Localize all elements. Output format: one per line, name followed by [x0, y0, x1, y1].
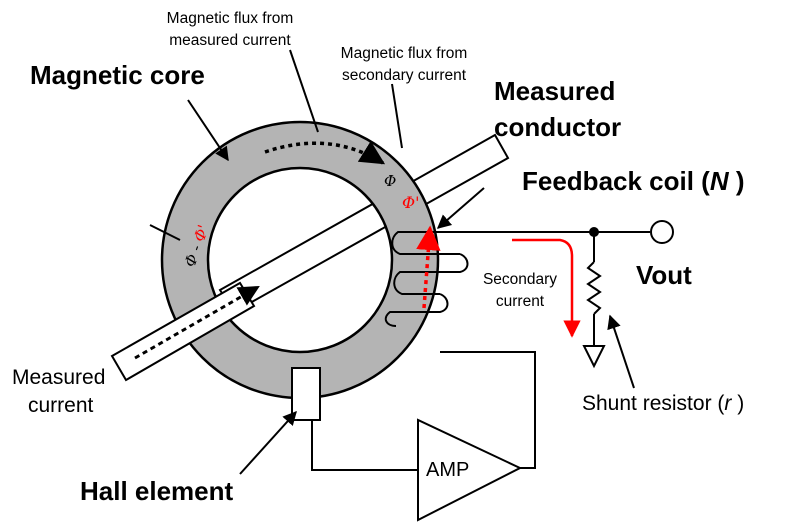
vout-label: Vout: [636, 260, 692, 290]
feedback-coil: [384, 231, 469, 327]
measured-conductor-label-1: Measured: [494, 76, 615, 106]
feedback-coil-label: Feedback coil (N ): [522, 166, 745, 196]
secondary-current-label-2: current: [496, 293, 545, 310]
flux-secondary-arrow: [416, 225, 441, 309]
amp-label: AMP: [426, 459, 469, 481]
secondary-current-arrow: [512, 238, 581, 338]
shunt-resistor-label: Shunt resistor (r ): [582, 392, 744, 415]
flux-secondary-label-2: secondary current: [342, 67, 467, 84]
flux-secondary-label-1: Magnetic flux from: [341, 45, 468, 62]
measured-current-arrow: [134, 285, 260, 360]
pointer-arrows: [149, 49, 635, 475]
measured-current-label-2: current: [28, 394, 94, 417]
hall-element-label: Hall element: [80, 476, 234, 506]
amp-block: [417, 418, 523, 522]
circuit-junction: [589, 227, 599, 237]
measured-conductor-label-2: conductor: [494, 112, 621, 142]
measured-current-label-1: Measured: [12, 366, 105, 389]
flux-measured-label-1: Magnetic flux from: [167, 10, 294, 27]
flux-measured-label-2: measured current: [169, 32, 291, 49]
vout-terminal[interactable]: [650, 220, 674, 244]
phi-prime-label: Φ': [402, 193, 420, 212]
secondary-current-label-1: Secondary: [483, 271, 557, 288]
phi-label: Φ: [384, 172, 396, 190]
magnetic-core-label: Magnetic core: [30, 60, 205, 90]
